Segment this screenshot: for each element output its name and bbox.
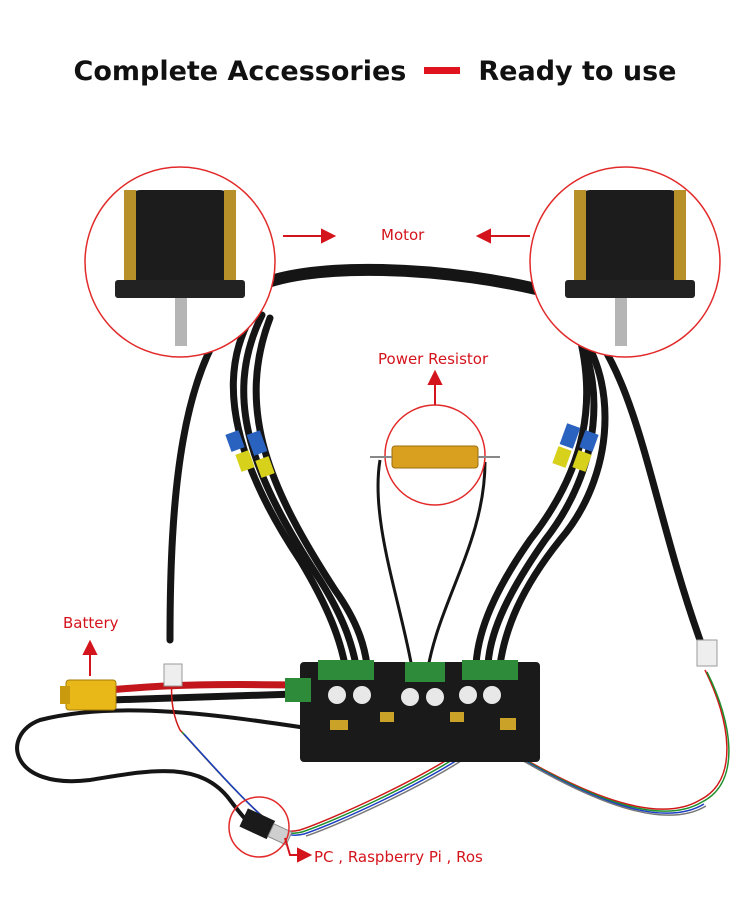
terminal-block-left [318,660,374,680]
power-resistor-body [391,445,479,469]
pc-label: PC , Raspberry Pi , Ros [314,848,483,866]
capacitors [328,686,501,706]
motor-left-callout [84,166,276,358]
resistor-leads [376,459,487,669]
title-dash [424,67,461,74]
callout-arrows [82,228,530,863]
battery-label: Battery [63,614,119,632]
page-title: Complete Accessories Ready to use [0,56,750,87]
title-right: Ready to use [478,56,677,87]
usb-cable [15,708,321,832]
ribbon-cables [170,669,730,837]
title-left: Complete Accessories [73,56,407,87]
xt60-plug [60,679,117,711]
motor-cable-harness [166,263,704,669]
terminal-block-right [462,660,518,680]
usb-callout [228,796,290,858]
left-connector [163,663,183,687]
motor-left-body [130,190,230,290]
motor-right-body [580,190,680,290]
cable-color-bands [225,423,599,478]
driver-board [285,660,540,762]
power-terminal [285,678,311,702]
motor-label: Motor [381,226,425,244]
power-resistor-callout [370,404,500,506]
motor-right-callout [529,166,721,358]
terminal-block-middle [405,662,445,682]
motor-right-shaft [615,298,627,346]
motor-left-shaft [175,298,187,346]
battery-cable [106,681,299,704]
board-chips [330,712,516,730]
power-resistor-label: Power Resistor [378,350,489,368]
right-connector [696,639,718,667]
